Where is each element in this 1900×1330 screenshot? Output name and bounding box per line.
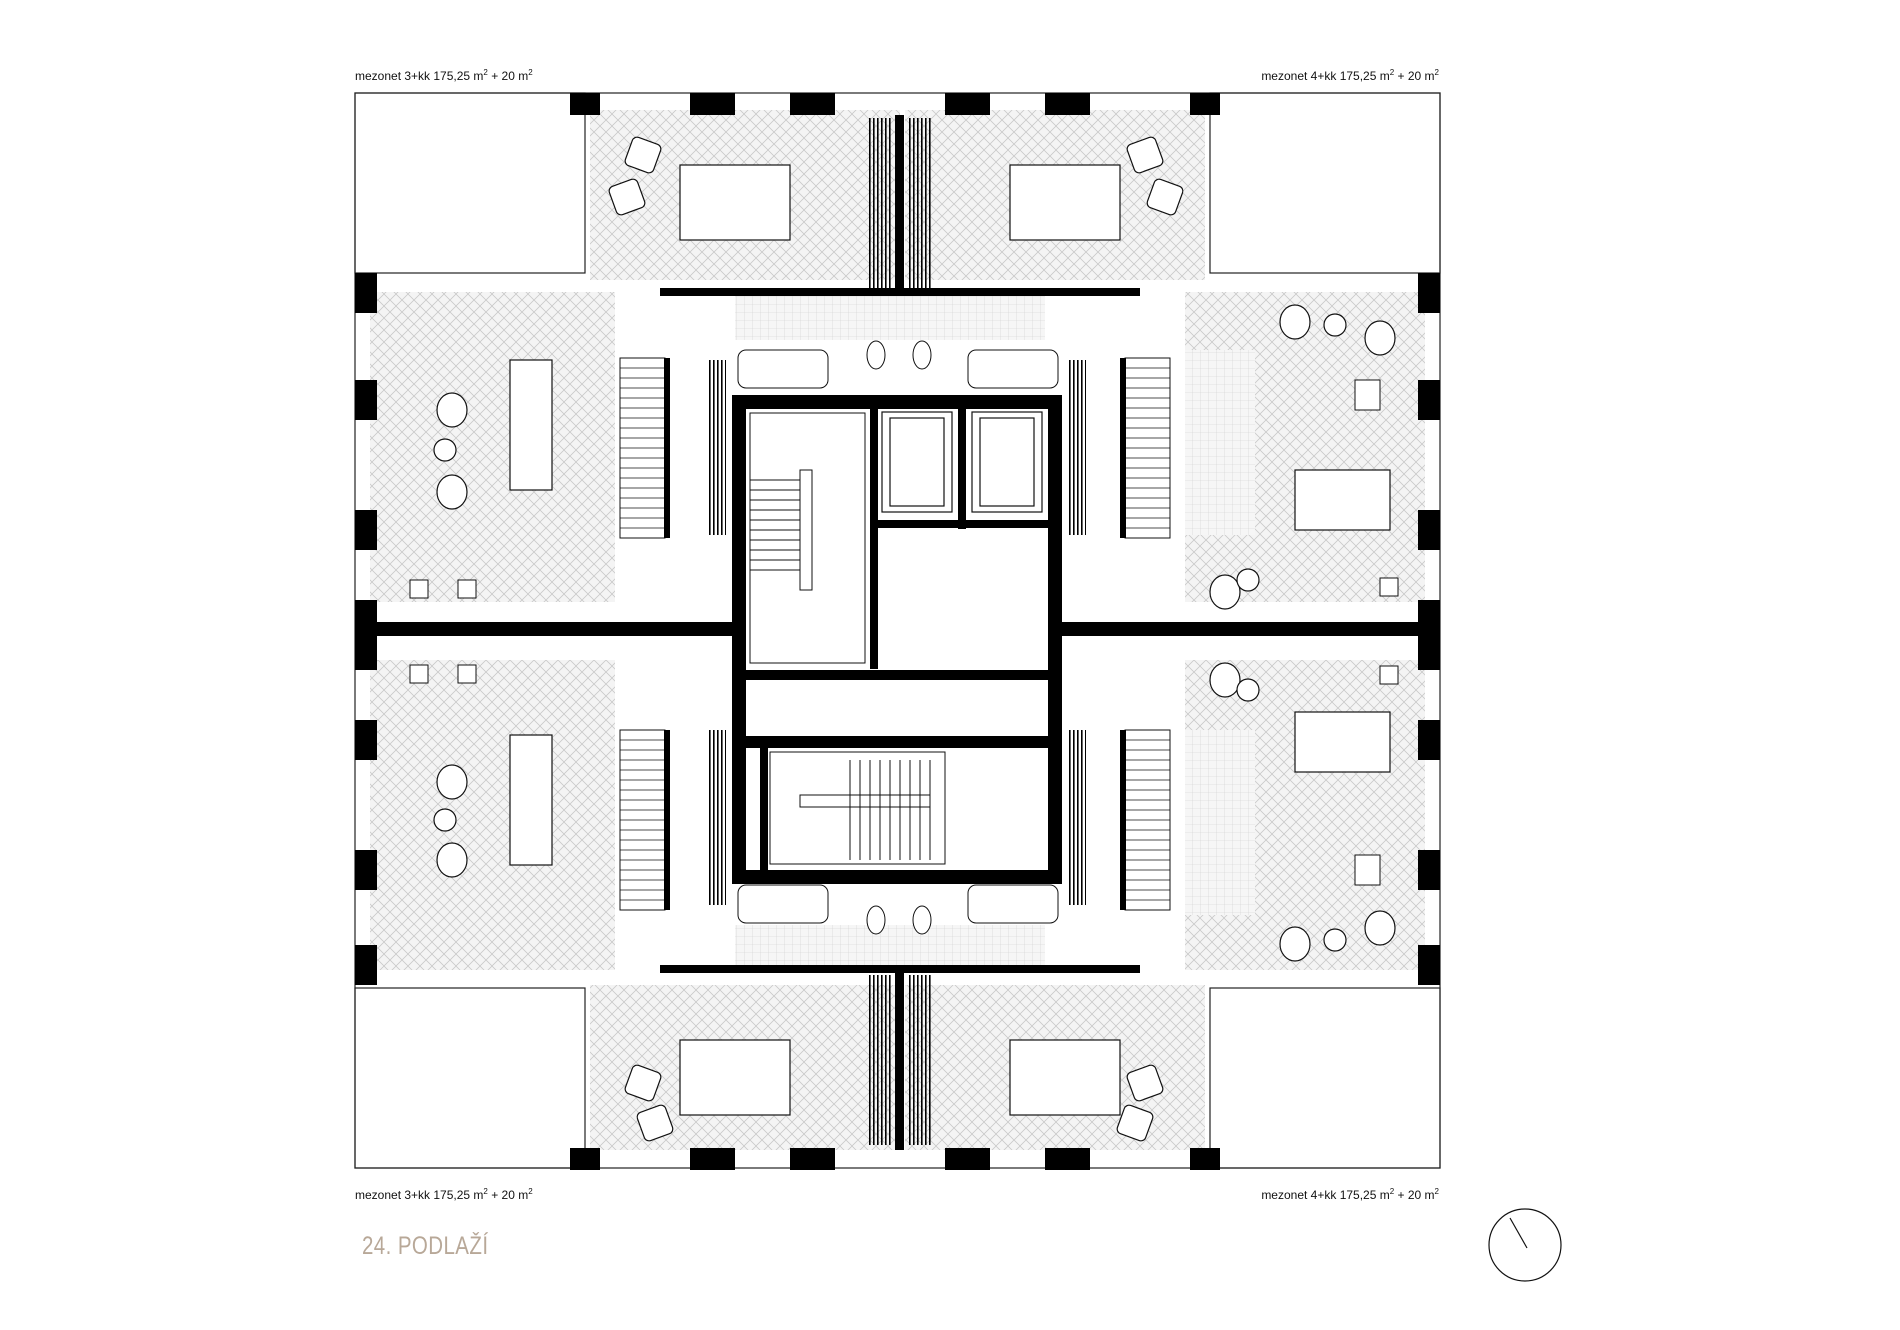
bed-icon: [509, 164, 1391, 1116]
furniture: [409, 379, 1399, 886]
staircase-icon: [749, 412, 946, 865]
unit-label-top-left: mezonet 3+kk 175,25 m2 + 20 m2: [355, 68, 533, 83]
wardrobe-icon: [708, 118, 1086, 1145]
elevator-icon: [881, 411, 1043, 513]
unit-label-top-right: mezonet 4+kk 175,25 m2 + 20 m2: [1261, 68, 1439, 83]
bathroom-floors: [735, 295, 1255, 970]
north-arrow-icon: [1488, 1208, 1562, 1282]
walls: [355, 93, 1440, 1170]
stair-stringers: [664, 358, 1126, 910]
toilet-icon: [866, 340, 932, 935]
floor-title: 24. PODLAŽÍ: [362, 1232, 489, 1260]
unit-label-bottom-right: mezonet 4+kk 175,25 m2 + 20 m2: [1261, 1187, 1439, 1202]
bathtub-icon: [737, 349, 1059, 924]
unit-label-bottom-left: mezonet 3+kk 175,25 m2 + 20 m2: [355, 1187, 533, 1202]
armchair-icon: [433, 136, 1396, 1142]
stair-treads: [620, 367, 1170, 901]
